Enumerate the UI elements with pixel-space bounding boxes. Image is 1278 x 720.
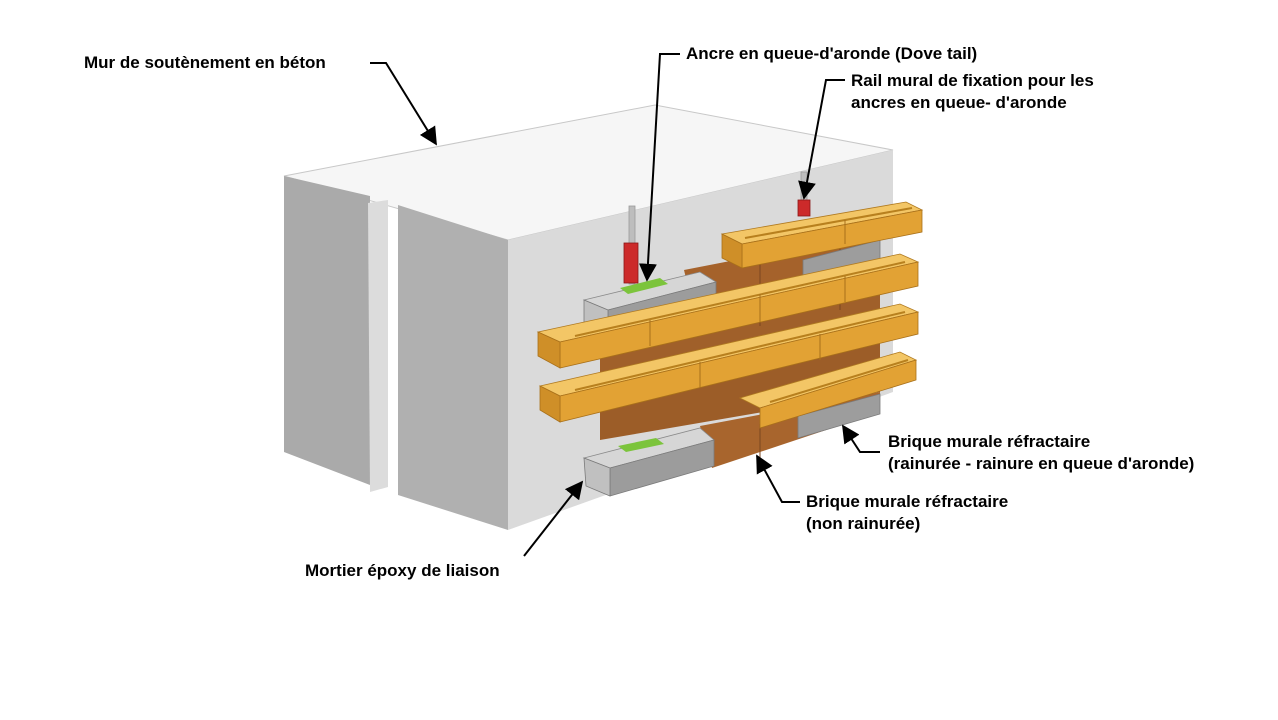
label-dovetail-anchor: Ancre en queue-d'aronde (Dove tail) xyxy=(686,44,978,63)
arrow-dovetail-anchor xyxy=(638,53,680,282)
grooved-brick-end xyxy=(539,385,561,423)
arrow-grooved-brick xyxy=(842,424,880,453)
label-plain-brick-line2: (non rainurée) xyxy=(806,514,921,533)
dovetail-anchor xyxy=(623,242,639,284)
dovetail-anchor xyxy=(797,199,811,217)
gray-brick-side xyxy=(797,393,881,439)
label-grooved-brick-line1: Brique murale réfractaire xyxy=(888,432,1091,451)
arrow-wall-rail xyxy=(798,79,845,200)
gray-brick-end xyxy=(583,457,611,497)
concrete-wall-joint xyxy=(368,200,388,492)
arrow-plain-brick xyxy=(756,454,800,503)
grooved-brick-face xyxy=(759,359,917,429)
label-epoxy-mortar: Mortier époxy de liaison xyxy=(305,561,500,580)
concrete-wall-front-face xyxy=(398,205,508,530)
grooved-bricks xyxy=(536,201,924,429)
arrow-epoxy-mortar xyxy=(523,480,584,557)
epoxy-mortar xyxy=(620,278,668,294)
leader-arrows xyxy=(370,53,880,557)
label-plain-brick-line1: Brique murale réfractaire xyxy=(806,492,1009,511)
label-concrete-wall: Mur de soutènement en béton xyxy=(84,53,326,72)
concrete-wall-left-face xyxy=(284,176,370,485)
grooved-brick-end xyxy=(537,331,561,369)
label-wall-rail-line2: ancres en queue- d'aronde xyxy=(851,93,1067,112)
arrow-concrete-wall xyxy=(370,62,437,146)
grooved-brick-end xyxy=(721,233,743,269)
label-wall-rail-line1: Rail mural de fixation pour les xyxy=(851,71,1094,90)
epoxy-mortar xyxy=(618,438,664,452)
label-grooved-brick-line2: (rainurée - rainure en queue d'aronde) xyxy=(888,454,1195,473)
